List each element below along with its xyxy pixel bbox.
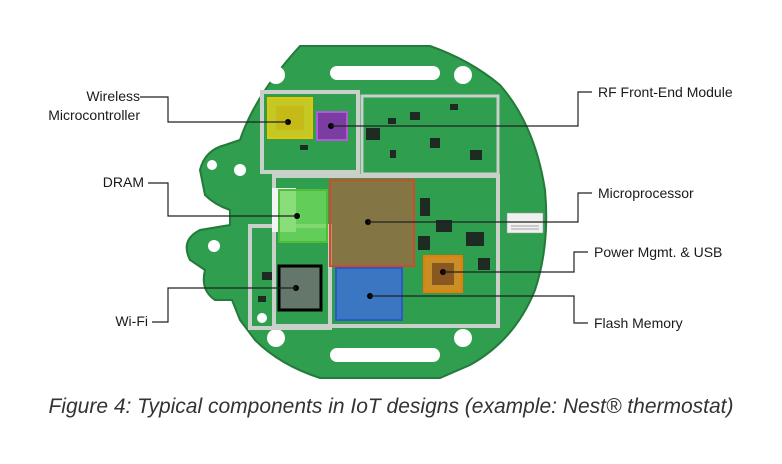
label-microcontroller: Microcontroller <box>48 107 140 123</box>
mounting-hole-8 <box>257 313 267 323</box>
label-rf-front-end: RF Front-End Module <box>598 84 733 100</box>
pcb-sticker <box>506 212 544 234</box>
mounting-hole-6 <box>234 164 246 176</box>
shield-frame-center <box>272 174 500 328</box>
mounting-hole-4 <box>454 329 472 347</box>
shield-frame-top-left <box>260 90 360 174</box>
label-dram: DRAM <box>102 174 144 190</box>
highlight-power-mgmt <box>423 255 463 293</box>
mounting-slot-bottom <box>330 348 440 362</box>
mounting-hole-7 <box>207 160 217 170</box>
leader-wireless-microcontroller <box>140 96 288 123</box>
leader-dram <box>148 182 297 217</box>
leader-microprocessor <box>368 192 592 223</box>
sticker-barcode <box>511 225 539 230</box>
mounting-slot-top <box>330 66 440 80</box>
label-wifi: Wi-Fi <box>115 313 148 329</box>
label-microprocessor: Microprocessor <box>598 185 694 201</box>
label-flash-memory: Flash Memory <box>594 315 683 331</box>
mounting-hole-5 <box>208 240 220 252</box>
mounting-hole-3 <box>267 329 285 347</box>
leader-power-mgmt <box>443 251 588 273</box>
label-power-mgmt: Power Mgmt. & USB <box>594 244 723 260</box>
mounting-hole-1 <box>267 66 285 84</box>
highlight-microprocessor <box>329 179 415 267</box>
leader-flash-memory <box>370 295 588 324</box>
passive-components <box>258 104 490 302</box>
leader-wifi <box>152 287 296 323</box>
highlight-wireless-microcontroller <box>267 97 313 139</box>
mounting-hole-2 <box>454 66 472 84</box>
label-wireless: Wireless <box>86 88 140 104</box>
leader-lines <box>140 91 592 324</box>
leader-rf-front-end <box>331 91 592 127</box>
shield-frame-right <box>360 94 500 176</box>
highlight-flash-memory <box>335 267 403 321</box>
figure-caption: Figure 4: Typical components in IoT desi… <box>48 395 734 418</box>
